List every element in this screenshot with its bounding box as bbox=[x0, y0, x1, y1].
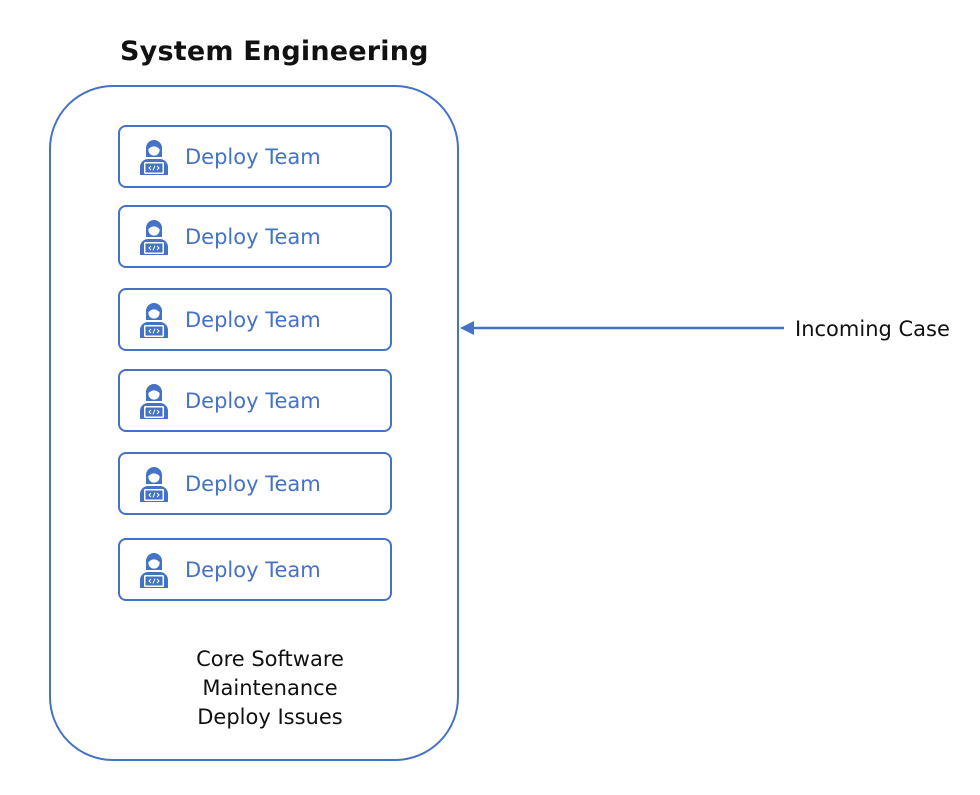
incoming-case-label: Incoming Case bbox=[795, 317, 950, 341]
team-card: Deploy Team bbox=[118, 205, 392, 268]
system-engineering-group bbox=[49, 85, 459, 761]
team-label: Deploy Team bbox=[185, 389, 321, 413]
team-label: Deploy Team bbox=[185, 472, 321, 496]
developer-laptop-icon bbox=[140, 384, 168, 419]
responsibilities-text: Core Software Maintenance Deploy Issues bbox=[150, 645, 390, 732]
responsibility-item: Maintenance bbox=[202, 676, 338, 700]
team-card: Deploy Team bbox=[118, 538, 392, 601]
diagram-title: System Engineering bbox=[120, 36, 429, 67]
team-label: Deploy Team bbox=[185, 558, 321, 582]
team-label: Deploy Team bbox=[185, 145, 321, 169]
developer-laptop-icon bbox=[140, 303, 168, 338]
developer-laptop-icon bbox=[140, 467, 168, 502]
team-card: Deploy Team bbox=[118, 369, 392, 432]
team-card: Deploy Team bbox=[118, 288, 392, 351]
team-card: Deploy Team bbox=[118, 452, 392, 515]
developer-laptop-icon bbox=[140, 553, 168, 588]
team-label: Deploy Team bbox=[185, 225, 321, 249]
team-label: Deploy Team bbox=[185, 308, 321, 332]
responsibility-item: Deploy Issues bbox=[197, 705, 343, 729]
incoming-case-arrow bbox=[460, 321, 784, 335]
team-card: Deploy Team bbox=[118, 125, 392, 188]
developer-laptop-icon bbox=[140, 140, 168, 175]
responsibility-item: Core Software bbox=[196, 647, 344, 671]
developer-laptop-icon bbox=[140, 220, 168, 255]
